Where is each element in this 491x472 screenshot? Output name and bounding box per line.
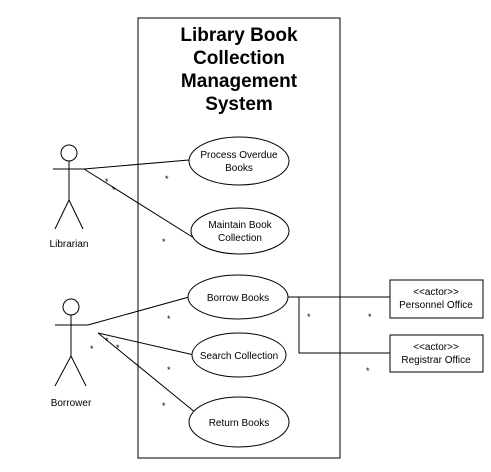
use-case-label: Maintain Book	[208, 220, 272, 231]
use-case-label: Process Overdue	[200, 150, 278, 161]
stick-figure-right-leg	[68, 199, 84, 230]
system-title-line-3: Management	[181, 71, 298, 92]
use-case-label: Search Collection	[200, 351, 278, 362]
actor-label-borrower: Borrower	[51, 398, 92, 409]
association-librarian-maintain-book	[83, 168, 195, 239]
multiplicity-marker: *	[167, 314, 171, 324]
multiplicity-marker: *	[105, 336, 109, 346]
multiplicity-marker: *	[105, 177, 109, 187]
use-case-label: Collection	[218, 233, 262, 244]
actor-stereotype: <<actor>>	[413, 342, 459, 353]
multiplicity-marker: *	[116, 343, 120, 353]
actor-stereotype: <<actor>>	[413, 287, 459, 298]
multiplicity-marker: *	[162, 237, 166, 247]
multiplicity-marker: *	[165, 174, 169, 184]
use-case-maintain-book-collection[interactable]: Maintain Book Collection	[190, 207, 290, 255]
actor-librarian[interactable]: Librarian	[50, 144, 89, 250]
stick-figure-left-leg	[54, 355, 72, 387]
association-borrow-books-registrar-office	[296, 296, 390, 354]
association-borrower-return-books	[97, 332, 197, 414]
actor-label-personnel-office: Personnel Office	[399, 300, 473, 311]
use-case-borrow-books[interactable]: Borrow Books	[187, 274, 289, 320]
multiplicity-marker: *	[90, 344, 94, 354]
use-case-label: Books	[225, 163, 253, 174]
stick-figure-head-icon	[60, 144, 78, 162]
association-borrower-search-collection	[97, 332, 195, 356]
system-title-line-1: Library Book	[180, 25, 298, 46]
actor-borrower[interactable]: Borrower	[51, 298, 92, 409]
actor-label-registrar-office: Registrar Office	[401, 355, 471, 366]
stick-figure-head-icon	[62, 298, 80, 316]
system-title-line-2: Collection	[193, 48, 285, 69]
use-case-label: Borrow Books	[207, 293, 269, 304]
use-case-return-books[interactable]: Return Books	[188, 396, 290, 448]
actor-box-personnel-office[interactable]: <<actor>> Personnel Office	[389, 279, 484, 319]
stick-figure-left-leg	[54, 199, 70, 230]
use-case-search-collection[interactable]: Search Collection	[191, 332, 287, 378]
actor-box-registrar-office[interactable]: <<actor>> Registrar Office	[389, 334, 484, 373]
association-librarian-process-overdue	[83, 159, 190, 170]
multiplicity-marker: *	[162, 401, 166, 411]
stick-figure-right-leg	[70, 355, 87, 387]
multiplicity-marker: *	[368, 312, 372, 322]
multiplicity-marker: *	[112, 185, 116, 195]
multiplicity-marker: *	[307, 312, 311, 322]
system-title-line-4: System	[205, 94, 273, 115]
multiplicity-marker: *	[167, 365, 171, 375]
association-borrower-borrow-books	[87, 296, 190, 326]
use-case-label: Return Books	[209, 418, 270, 429]
actor-label-librarian: Librarian	[50, 239, 89, 250]
multiplicity-marker: *	[366, 366, 370, 376]
use-case-process-overdue-books[interactable]: Process Overdue Books	[188, 136, 290, 186]
